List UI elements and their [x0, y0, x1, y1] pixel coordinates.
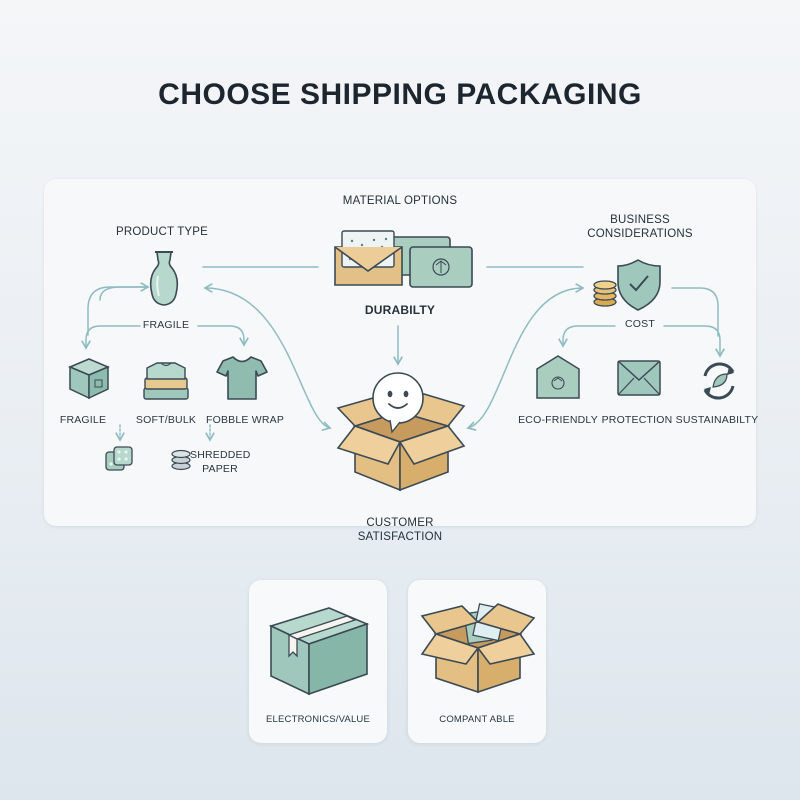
business-considerations-label: BUSINESS CONSIDERATIONS — [587, 214, 693, 240]
paper-stack-icon — [170, 448, 192, 472]
sustainability-cycle-icon — [697, 360, 741, 402]
eco-friendly-label: ECO-FRIENDLY — [518, 414, 598, 426]
page-title: CHOOSE SHIPPING PACKAGING — [158, 78, 642, 111]
connector-fragile-branch-right — [197, 325, 249, 347]
envelope-materials-icon — [330, 225, 480, 290]
sustainability-label: SUSTAINABILTY — [675, 414, 759, 426]
protection-envelope-icon — [616, 358, 662, 398]
product-type-label: PRODUCT TYPE — [115, 226, 209, 238]
card-electronics-label: ELECTRONICS/VALUE — [265, 714, 371, 725]
card-electronics[interactable]: ELECTRONICS/VALUE — [249, 580, 387, 743]
folded-clothes-icon — [142, 360, 190, 402]
durability-label: DURABILTY — [364, 303, 436, 317]
fragile-label: FRAGILE — [59, 414, 107, 426]
connector-business-to-box — [466, 283, 585, 431]
connector-shield-right — [671, 287, 719, 337]
eco-envelope-icon — [535, 353, 581, 401]
connector-vase-left — [99, 282, 150, 301]
connector-cost-branch-right — [663, 325, 725, 358]
card-compact-label: COMPANT ABLE — [439, 714, 515, 725]
smiling-box-icon — [330, 368, 470, 493]
fragile-top-label: FRAGILE — [142, 319, 190, 331]
cost-label: COST — [625, 318, 655, 330]
material-options-label: MATERIAL OPTIONS — [342, 195, 458, 207]
soft-bulk-label: SOFT/BULK — [135, 414, 197, 426]
box-fragile-icon — [66, 355, 112, 401]
bubble-wrap-icon — [104, 444, 134, 474]
tshirt-icon — [215, 354, 269, 402]
connector-cost-branch-left — [558, 325, 616, 348]
bubble-wrap-label: FOBBLE WRAP — [205, 414, 285, 426]
taped-box-icon — [263, 598, 375, 698]
shredded-paper-label: SHREDDED PAPER — [190, 449, 251, 475]
vase-icon — [146, 248, 182, 308]
customer-satisfaction-label: CUSTOMER SATISFACTION — [357, 517, 443, 543]
protection-label: PROTECTION — [601, 414, 673, 426]
card-compact[interactable]: COMPANT ABLE — [408, 580, 546, 743]
connector-product-to-box — [203, 283, 332, 431]
shield-coins-icon — [590, 258, 670, 312]
connector-fragile-branch-left — [81, 325, 141, 350]
open-box-icon — [418, 596, 538, 696]
